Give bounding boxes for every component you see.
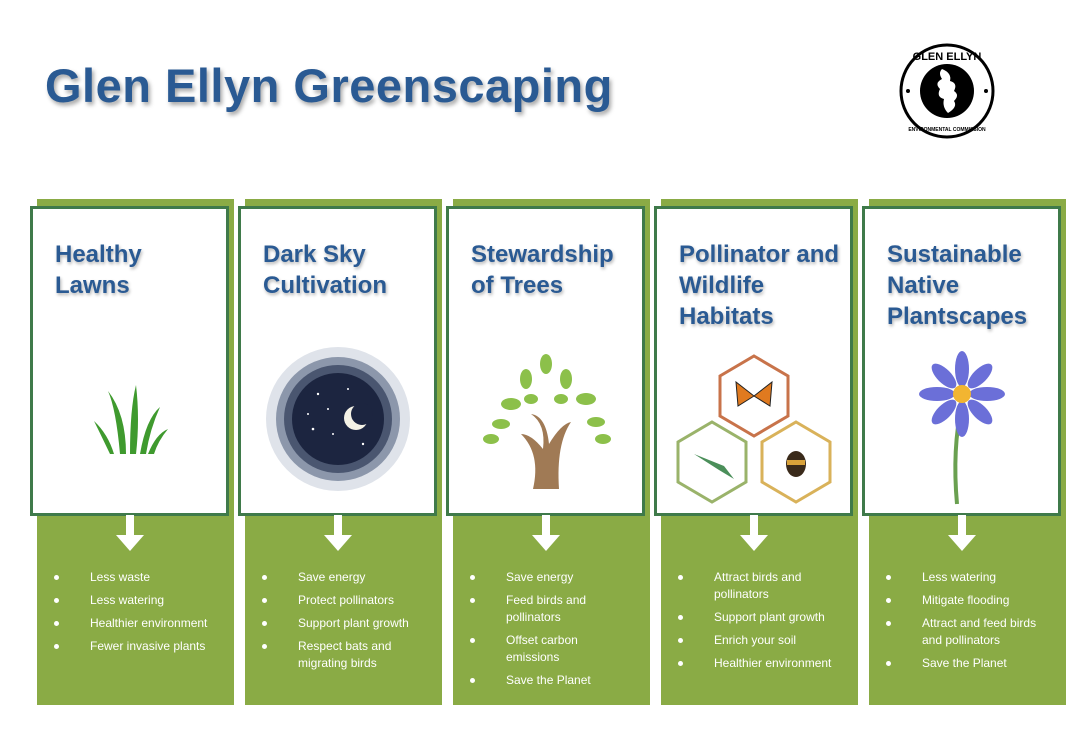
list-item: Fewer invasive plants (52, 638, 222, 655)
arrow-down-icon (116, 515, 144, 551)
list-item: Offset carbon emissions (468, 632, 596, 666)
pollinators-icon (676, 354, 831, 504)
svg-text:ENVIRONMENTAL COMMISSION: ENVIRONMENTAL COMMISSION (908, 127, 986, 133)
night-sky-moon-icon (265, 347, 410, 491)
card-healthy-lawns: Healthy Lawns (30, 206, 229, 516)
list-item: Less waste (52, 569, 222, 586)
bullet-list: Less watering Mitigate flooding Attract … (884, 569, 1054, 678)
list-item: Mitigate flooding (884, 592, 1054, 609)
bullet-list: Less waste Less watering Healthier envir… (52, 569, 222, 661)
card-title: Healthy Lawns (55, 241, 142, 299)
list-item: Save energy (260, 569, 430, 586)
list-item: Healthier environment (676, 655, 846, 672)
list-item: Save energy (468, 569, 638, 586)
arrow-down-icon (324, 515, 352, 551)
page-title: Glen Ellyn Greenscaping (45, 59, 613, 112)
card-dark-sky: Dark Sky Cultivation (238, 206, 437, 516)
card-native-plants: Sustainable Native Plantscapes (862, 206, 1061, 516)
card-title: Sustainable Native Plantscapes (887, 241, 1028, 330)
arrow-down-icon (532, 515, 560, 551)
list-item: Support plant growth (260, 615, 430, 632)
list-item: Less watering (52, 592, 222, 609)
card-title: Dark Sky Cultivation (263, 241, 387, 299)
list-item: Respect bats and migrating birds (260, 638, 408, 672)
list-item: Enrich your soil (676, 632, 846, 649)
bullet-list: Save energy Feed birds and pollinators O… (468, 569, 638, 695)
list-item: Save the Planet (884, 655, 1054, 672)
card-title: Pollinator and Wildlife Habitats (679, 241, 840, 330)
card-trees: Stewardship of Trees (446, 206, 645, 516)
list-item: Feed birds and pollinators (468, 592, 606, 626)
arrow-down-icon (948, 515, 976, 551)
tree-icon (482, 354, 611, 489)
list-item: Healthier environment (52, 615, 222, 632)
list-item: Less watering (884, 569, 1054, 586)
svg-text:GLEN ELLYN: GLEN ELLYN (913, 51, 982, 63)
list-item: Attract and feed birds and pollinators (884, 615, 1052, 649)
card-pollinators: Pollinator and Wildlife Habitats (654, 206, 853, 516)
bullet-list: Attract birds and pollinators Support pl… (676, 569, 846, 678)
grass-icon (93, 385, 168, 454)
list-item: Protect pollinators (260, 592, 430, 609)
glen-ellyn-logo: GLEN ELLYN ENVIRONMENTAL COMMISSION (899, 43, 995, 139)
list-item: Support plant growth (676, 609, 846, 626)
bullet-list: Save energy Protect pollinators Support … (260, 569, 430, 678)
list-item: Save the Planet (468, 672, 638, 689)
list-item: Attract birds and pollinators (676, 569, 824, 603)
arrow-down-icon (740, 515, 768, 551)
flower-icon (918, 351, 1005, 505)
card-title: Stewardship of Trees (471, 241, 614, 299)
